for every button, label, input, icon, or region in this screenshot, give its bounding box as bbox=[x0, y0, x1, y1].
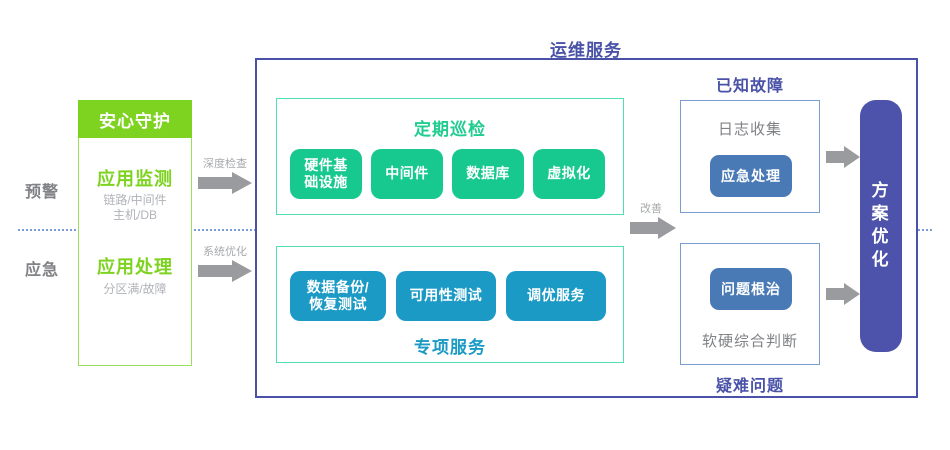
result-char-2: 优 bbox=[871, 227, 891, 246]
fault-caption-known: 日志收集 bbox=[717, 121, 782, 138]
fault-action-known[interactable]: 应急处理 bbox=[710, 155, 792, 197]
inspection-item-2[interactable]: 数据库 bbox=[452, 149, 524, 199]
arrow-label-improve: 改善 bbox=[640, 203, 662, 215]
panel-inspection-title: 定期巡检 bbox=[414, 120, 486, 139]
inspection-item-0-line1: 硬件基 bbox=[304, 156, 348, 173]
fault-action-hard[interactable]: 问题根治 bbox=[710, 268, 792, 310]
special-item-2-line1: 调优服务 bbox=[527, 287, 585, 304]
special-item-1[interactable]: 可用性测试 bbox=[396, 271, 496, 321]
result-char-1: 案 bbox=[871, 204, 891, 224]
known-fault-to-result-arrow-icon bbox=[826, 146, 860, 168]
guardian-block-0-title: 应用监测 bbox=[97, 169, 173, 189]
inspection-item-1[interactable]: 中间件 bbox=[371, 149, 443, 199]
inspection-item-1-line1: 中间件 bbox=[385, 165, 429, 182]
panel-special-service-title: 专项服务 bbox=[414, 338, 486, 357]
guardian-header: 安心守护 bbox=[78, 100, 192, 138]
improve-arrow-icon bbox=[630, 217, 676, 239]
fault-heading-hard: 疑难问题 bbox=[715, 378, 784, 395]
guardian-block-1-sub1: 分区满/故障 bbox=[103, 282, 167, 296]
guardian-column bbox=[78, 100, 192, 366]
result-char-0: 方 bbox=[871, 181, 891, 201]
fault-heading-known: 已知故障 bbox=[715, 78, 784, 95]
guardian-block-0-sub2: 主机/DB bbox=[112, 208, 157, 222]
inspection-item-3-line1: 虚拟化 bbox=[547, 165, 591, 182]
special-item-2[interactable]: 调优服务 bbox=[506, 271, 606, 321]
arrow-label-deep-check: 深度检查 bbox=[203, 158, 247, 170]
special-item-0[interactable]: 数据备份/ 恢复测试 bbox=[290, 271, 386, 321]
special-item-1-line1: 可用性测试 bbox=[409, 287, 483, 304]
stage-label-warning: 预警 bbox=[24, 184, 59, 201]
arrow-label-sys-optimize: 系统优化 bbox=[203, 246, 247, 258]
result-bar[interactable]: 方 案 优 化 bbox=[860, 100, 902, 352]
inspection-item-0-line2: 础设施 bbox=[304, 174, 348, 190]
special-item-0-line1: 数据备份/ bbox=[306, 278, 370, 295]
guardian-block-0-sub1: 链路/中间件 bbox=[103, 193, 167, 207]
result-char-3: 化 bbox=[871, 249, 891, 269]
hard-problem-to-result-arrow-icon bbox=[826, 283, 860, 305]
deep-check-arrow-icon bbox=[198, 172, 252, 194]
inspection-item-2-line1: 数据库 bbox=[466, 165, 510, 182]
diagram-title: 运维服务 bbox=[550, 41, 622, 60]
inspection-item-3[interactable]: 虚拟化 bbox=[533, 149, 605, 199]
stage-label-emergency: 应急 bbox=[24, 262, 59, 279]
fault-caption-hard: 软硬综合判断 bbox=[701, 333, 798, 350]
guardian-block-1-title: 应用处理 bbox=[97, 257, 173, 277]
sys-optimize-arrow-icon bbox=[198, 260, 252, 282]
inspection-item-0[interactable]: 硬件基 础设施 bbox=[290, 149, 362, 199]
special-item-0-line2: 恢复测试 bbox=[308, 296, 367, 312]
